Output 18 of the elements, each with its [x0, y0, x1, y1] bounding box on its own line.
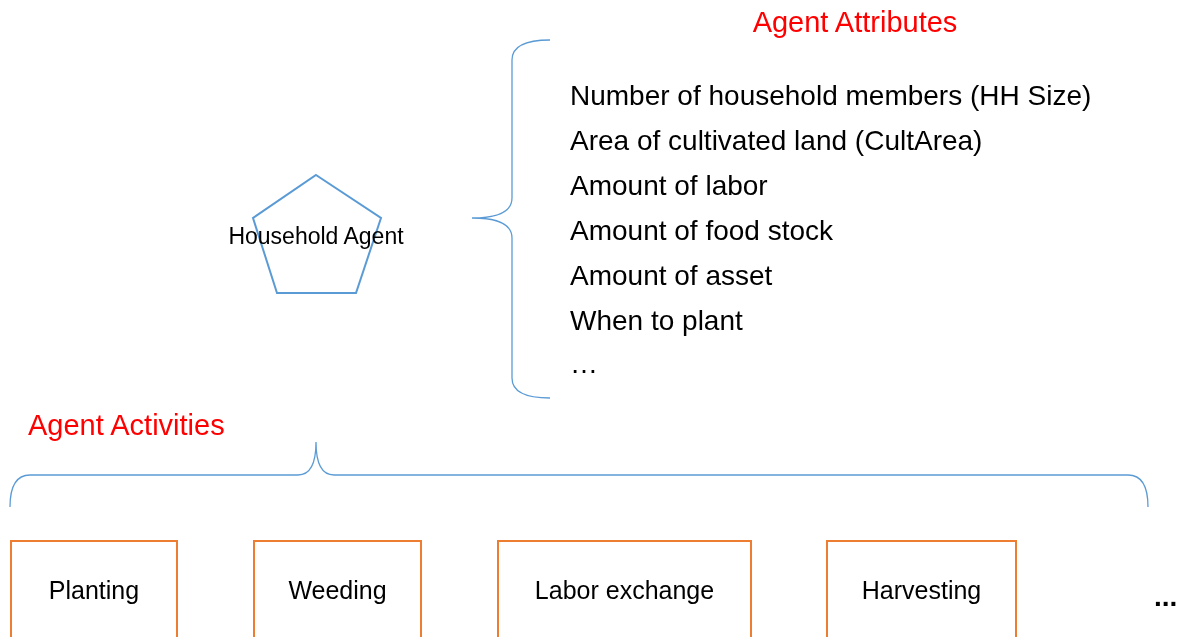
activity-box — [497, 540, 752, 637]
ellipsis: … — [570, 350, 598, 378]
node-label: Weeding — [287, 578, 388, 603]
node-label: Harvesting — [860, 578, 983, 603]
attribute-text: Amount of food stock — [570, 217, 834, 245]
activity-box — [253, 540, 422, 637]
attribute-text: Amount of asset — [570, 262, 773, 290]
node-label: Planting — [47, 578, 141, 603]
activity-box — [826, 540, 1017, 637]
attribute-text: Number of household members (HH Size) — [570, 82, 1092, 110]
attribute-text: Area of cultivated land (CultArea) — [570, 127, 983, 155]
attribute-text: Amount of labor — [570, 172, 768, 200]
ellipsis: ... — [1154, 583, 1178, 611]
section-heading: Agent Activities — [28, 411, 225, 440]
node-label: Labor exchange — [533, 578, 716, 603]
attribute-text: When to plant — [570, 307, 743, 335]
section-heading: Agent Attributes — [752, 8, 958, 37]
activity-box — [10, 540, 178, 637]
